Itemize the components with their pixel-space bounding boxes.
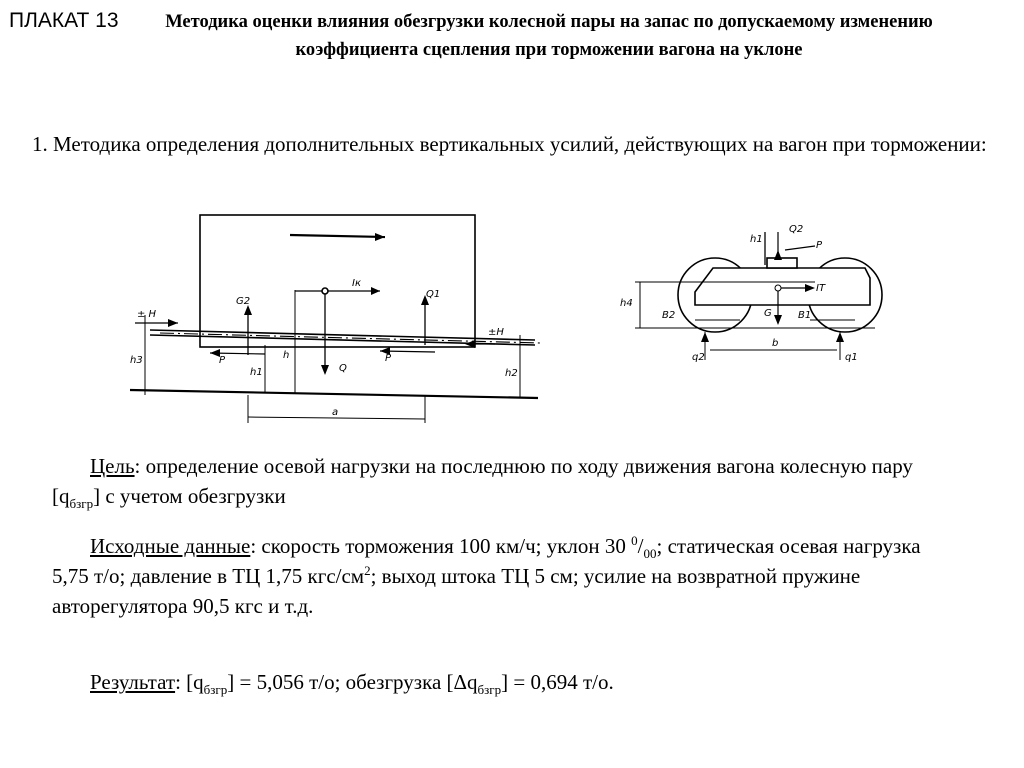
goal-sub: бзгр [69,496,94,511]
label-ik: Iк [352,278,361,289]
section-heading: 1. Методика определения дополнительных в… [10,128,1014,161]
label-bogie-b2: B2 [662,310,676,321]
wagon-braking-diagram [129,214,541,423]
result-sub-2: бзгр [477,682,502,697]
result-paragraph: Результат: [qбзгр] = 5,056 т/о; обезгруз… [52,667,962,697]
initial-text-2: ; статическая осевая нагрузка 5,75 т/о; … [52,534,921,588]
goal-label: Цель [90,454,135,478]
section-heading-text: 1. Методика определения дополнительных в… [32,132,987,156]
label-bogie-q2: q2 [692,352,705,363]
label-h-left: ± H [137,309,157,320]
plakat-label: ПЛАКАТ 13 [9,9,119,32]
label-h2: h2 [505,368,518,379]
initial-data-paragraph: Исходные данные: скорость торможения 100… [52,531,962,621]
initial-text-3: ; выход штока ТЦ 5 см; усилие на возврат… [52,564,861,618]
label-h1: h1 [250,367,263,378]
label-p-right: P [385,353,392,364]
label-bogie-g: G [764,308,772,319]
label-bogie-q2-upper: Q2 [789,224,804,235]
result-label: Результат [90,670,176,694]
page-title: Методика оценки влияния обезгрузки колес… [165,12,933,60]
label-g2: G2 [236,296,251,307]
label-bogie-it: IT [816,283,826,294]
result-text-2: ] = 5,056 т/о; обезгрузка [Δq [227,670,478,694]
label-h-right: ±H [488,327,504,338]
label-bogie-h4: h4 [620,298,633,309]
label-bogie-p: P [816,240,823,251]
slope-sup: 0 [631,533,638,548]
label-q1: Q1 [426,289,441,300]
label-a: a [332,407,339,418]
result-sub-1: бзгр [203,682,228,697]
bogie-diagram [635,232,883,360]
slope-sub: 00 [643,546,657,561]
goal-paragraph: Цель: определение осевой нагрузки на пос… [52,451,962,511]
initial-text-1: : скорость торможения 100 км/ч; уклон 30 [250,534,632,558]
label-h3: h3 [130,355,143,366]
goal-text-a: : определение осевой нагрузки на последн… [52,454,913,508]
label-p-left: P [219,355,226,366]
label-bogie-h1: h1 [750,234,763,245]
initial-data-label: Исходные данные [90,534,251,558]
label-bogie-b1: B1 [798,310,812,321]
unit-sup: 2 [364,563,371,578]
slope-slash: / [637,534,644,558]
result-text-3: ] = 0,694 т/о. [501,670,614,694]
label-q: Q [339,363,347,374]
label-bogie-b: b [772,338,779,349]
result-text-1: : [q [175,670,204,694]
label-bogie-q1: q1 [845,352,858,363]
label-h: h [283,350,290,361]
goal-text-b: ] с учетом обезгрузки [93,484,286,508]
